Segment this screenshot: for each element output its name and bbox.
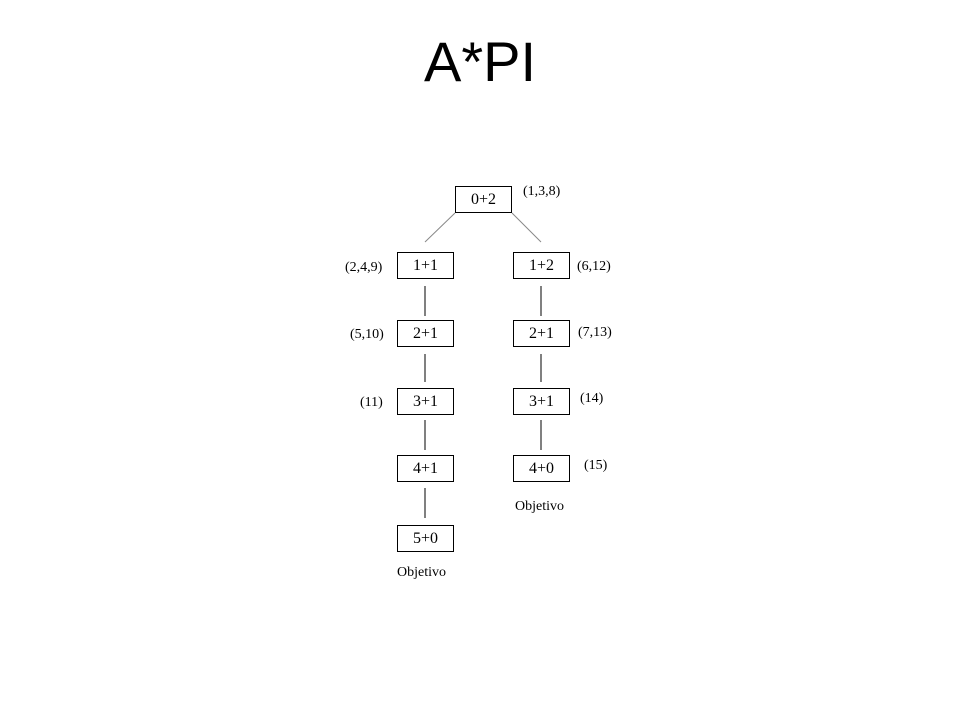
goal-label-right: Objetivo xyxy=(515,499,564,514)
node-left-2: 2+1 xyxy=(397,320,454,347)
annotation-left-1: (2,4,9) xyxy=(345,260,383,275)
edge-root-l1 xyxy=(424,212,456,243)
node-left-3: 3+1 xyxy=(397,388,454,415)
annotation-right-4: (15) xyxy=(584,458,608,473)
annotation-left-2: (5,10) xyxy=(350,327,384,342)
node-right-1: 1+2 xyxy=(513,252,570,279)
annotation-right-3: (14) xyxy=(580,391,604,406)
node-right-3: 3+1 xyxy=(513,388,570,415)
node-left-4: 4+1 xyxy=(397,455,454,482)
annotation-right-1: (6,12) xyxy=(577,259,611,274)
node-root: 0+2 xyxy=(455,186,512,213)
node-left-5: 5+0 xyxy=(397,525,454,552)
node-right-4: 4+0 xyxy=(513,455,570,482)
node-right-2: 2+1 xyxy=(513,320,570,347)
annotation-right-2: (7,13) xyxy=(578,325,612,340)
slide-title: A*PI xyxy=(423,30,537,93)
node-left-1: 1+1 xyxy=(397,252,454,279)
annotation-root: (1,3,8) xyxy=(523,184,561,199)
edge-root-r1 xyxy=(511,212,542,243)
goal-label-left: Objetivo xyxy=(397,565,446,580)
annotation-left-3: (11) xyxy=(360,395,383,410)
